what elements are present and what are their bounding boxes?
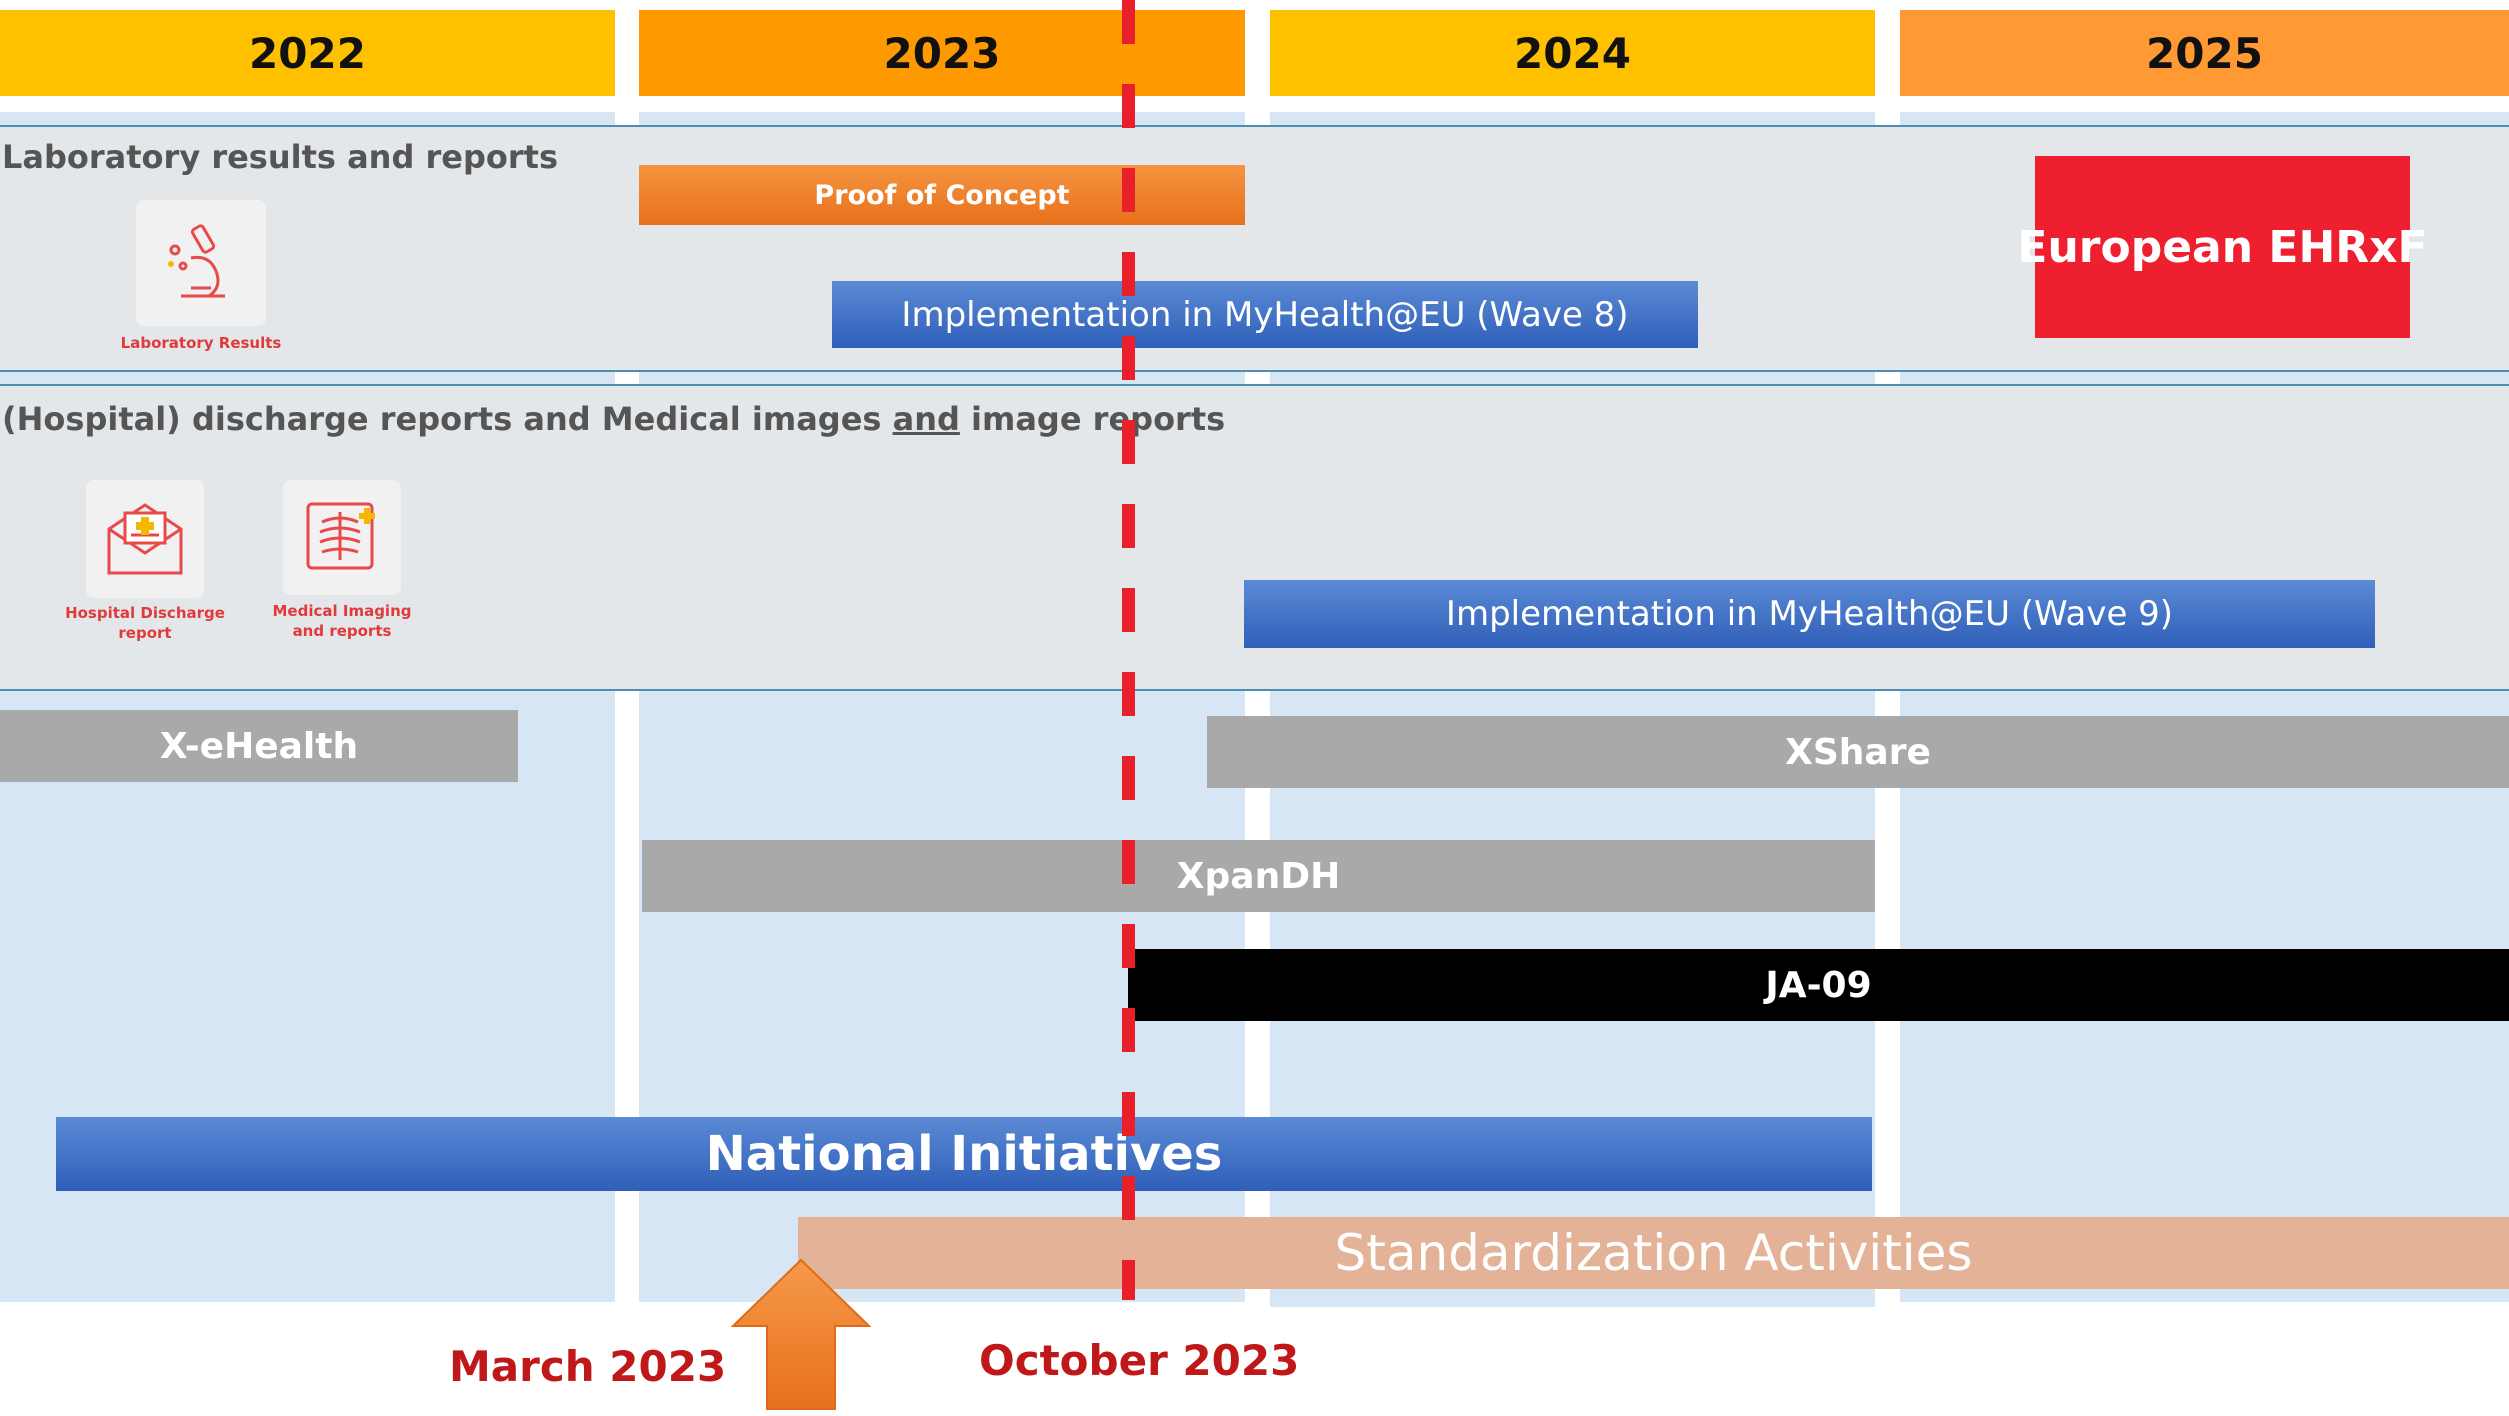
xpandh-bar: XpanDH bbox=[642, 840, 1875, 912]
imaging-icon-label: Medical Imaging and reports bbox=[272, 602, 412, 640]
band-divider-bottom bbox=[0, 689, 2509, 691]
march-2023-label: March 2023 bbox=[449, 1342, 727, 1391]
march-2023-arrow-icon bbox=[730, 1258, 872, 1411]
wave9-bar: Implementation in MyHealth@EU (Wave 9) bbox=[1244, 580, 2375, 648]
wave8-bar: Implementation in MyHealth@EU (Wave 8) bbox=[832, 281, 1698, 348]
band-divider bbox=[0, 384, 2509, 386]
band-divider bbox=[0, 370, 2509, 372]
year-header-2022: 2022 bbox=[0, 10, 615, 96]
band-divider-top bbox=[0, 125, 2509, 127]
year-header-2025: 2025 bbox=[1900, 10, 2509, 96]
october-2023-label: October 2023 bbox=[979, 1336, 1300, 1385]
discharge-section-title: (Hospital) discharge reports and Medical… bbox=[2, 400, 1226, 438]
discharge-icon-label: Hospital Discharge report bbox=[65, 604, 225, 642]
year-header-2024: 2024 bbox=[1270, 10, 1875, 96]
lab-icon-label: Laboratory Results bbox=[120, 334, 282, 352]
xray-icon bbox=[283, 480, 401, 595]
lab-section-title: Laboratory results and reports bbox=[2, 138, 558, 176]
microscope-icon bbox=[136, 200, 266, 326]
envelope-medical-icon bbox=[86, 480, 204, 598]
proof-of-concept-bar: Proof of Concept bbox=[639, 165, 1245, 225]
ja09-bar: JA-09 bbox=[1128, 949, 2509, 1021]
october-2023-dashed-line bbox=[1122, 0, 1135, 1300]
x-ehealth-bar: X-eHealth bbox=[0, 710, 518, 782]
xshare-bar: XShare bbox=[1207, 716, 2509, 788]
year-header-2023: 2023 bbox=[639, 10, 1245, 96]
national-initiatives-bar: National Initiatives bbox=[56, 1117, 1872, 1191]
european-ehrxf-box: European EHRxF bbox=[2017, 156, 2428, 338]
standardization-bar: Standardization Activities bbox=[798, 1217, 2509, 1289]
